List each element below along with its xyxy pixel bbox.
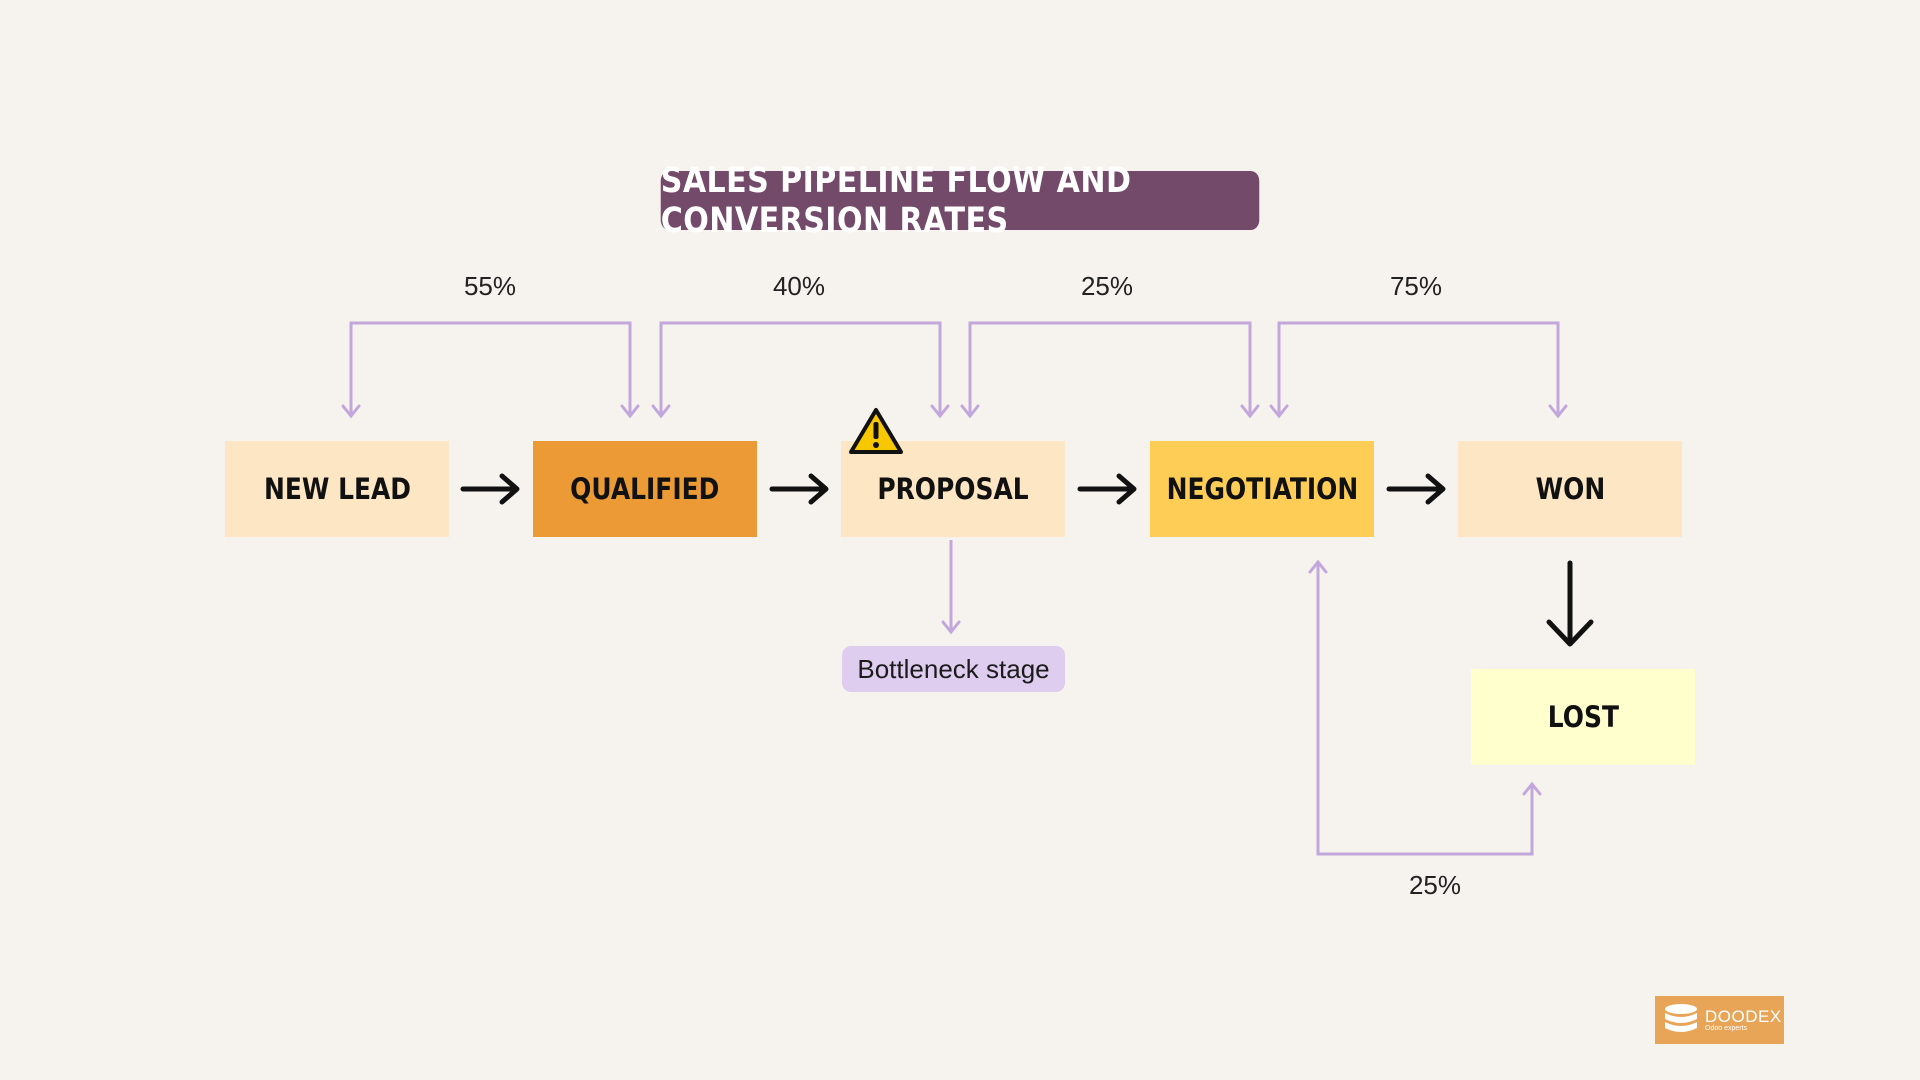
flow-arrow-4 <box>1386 473 1446 505</box>
warning-triangle-icon <box>849 408 903 454</box>
rate-label-25-top: 25% <box>1080 271 1134 301</box>
rate-label-75: 75% <box>1389 271 1443 301</box>
stage-won: WON <box>1458 441 1682 537</box>
stage-lost: LOST <box>1471 669 1695 765</box>
rate-label-25-bottom: 25% <box>1408 870 1462 900</box>
rate-label-55: 55% <box>463 271 517 301</box>
logo-tagline: Odoo experts <box>1705 1025 1748 1032</box>
flow-arrow-down <box>1546 560 1594 647</box>
rate-label-40: 40% <box>772 271 826 301</box>
flow-arrow-2 <box>769 473 829 505</box>
flow-arrow-3 <box>1077 473 1137 505</box>
stage-proposal: PROPOSAL <box>841 441 1065 537</box>
connector-lost-negotiation <box>1316 564 1534 856</box>
diagram-title: SALES PIPELINE FLOW AND CONVERSION RATES <box>660 161 1260 241</box>
connector-75 <box>1277 321 1560 414</box>
doodex-logo: DOODEX Odoo experts <box>1655 996 1784 1044</box>
database-icon <box>1665 1004 1697 1032</box>
connector-25-top <box>968 321 1252 414</box>
stage-negotiation: NEGOTIATION <box>1150 441 1374 537</box>
logo-name: DOODEX <box>1705 1007 1782 1026</box>
connector-55 <box>349 321 632 414</box>
stage-new-lead: NEW LEAD <box>225 441 449 537</box>
stage-qualified: QUALIFIED <box>533 441 757 537</box>
connector-40 <box>659 321 942 414</box>
flow-arrow-1 <box>460 473 520 505</box>
bottleneck-note: Bottleneck stage <box>842 646 1065 692</box>
